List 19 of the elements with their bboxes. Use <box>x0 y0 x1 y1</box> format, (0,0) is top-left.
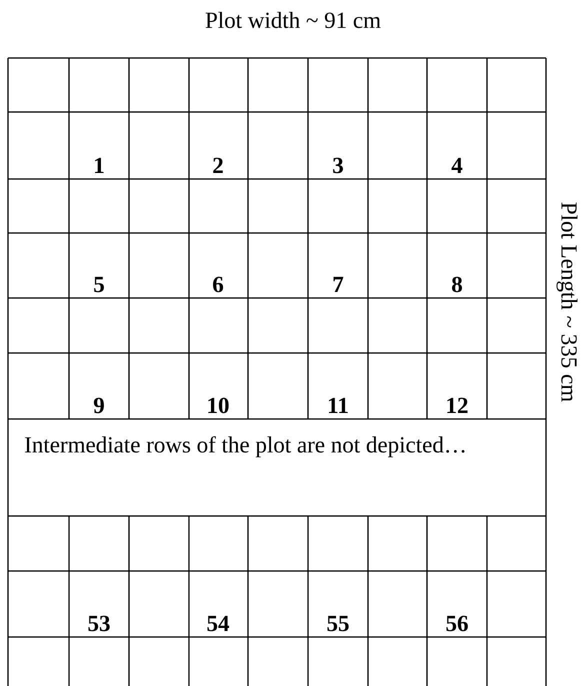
plot-number: 8 <box>452 276 462 292</box>
dimension-label: Plot Length ~ 335 cm <box>556 202 578 402</box>
plot-number: 56 <box>446 616 468 632</box>
plot-number: 11 <box>328 398 348 413</box>
plot-number: 54 <box>207 616 230 632</box>
plot-number: 5 <box>94 276 104 292</box>
plot-number: 10 <box>208 398 229 414</box>
plot-number: 4 <box>452 158 462 173</box>
plot-number: 55 <box>327 616 349 632</box>
plot-number: 2 <box>213 158 223 173</box>
plot-number: 6 <box>213 276 224 292</box>
plot-number: 9 <box>94 398 104 414</box>
note-text: Intermediate rows of the plot are not depicted… <box>25 436 464 458</box>
plot-number: 53 <box>88 616 110 632</box>
plot-number: 3 <box>333 158 343 174</box>
plot-number: 1 <box>95 158 104 173</box>
plot-number: 7 <box>334 276 344 292</box>
plot-number: 12 <box>447 398 468 413</box>
dimension-label: Plot width ~ 91 cm <box>206 12 381 28</box>
